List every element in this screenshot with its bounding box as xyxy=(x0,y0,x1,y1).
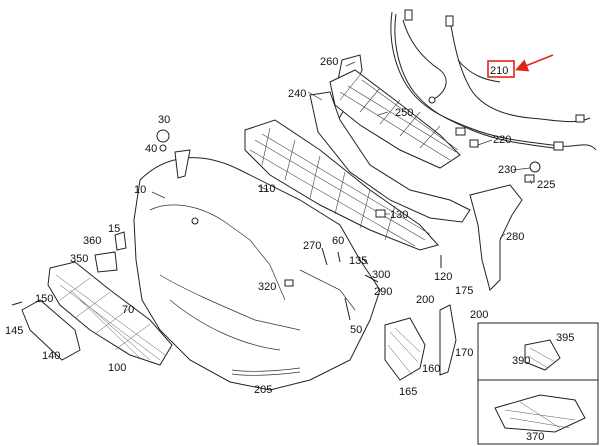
trim-170 xyxy=(439,304,457,376)
part-labels: 210 260 240 250 220 230 225 30 40 10 110… xyxy=(5,56,574,443)
label-15: 15 xyxy=(108,223,120,235)
highlight-arrow-210 xyxy=(515,54,554,72)
grille-110 xyxy=(244,119,439,251)
label-165: 165 xyxy=(399,386,417,398)
label-390: 390 xyxy=(512,355,530,367)
label-360: 360 xyxy=(83,235,101,247)
trim-strip-205 xyxy=(231,367,301,376)
label-260: 260 xyxy=(320,56,338,68)
label-230: 230 xyxy=(498,164,516,176)
sensor-230 xyxy=(524,161,541,183)
lower-grille-100 xyxy=(47,261,173,366)
label-250: 250 xyxy=(395,107,413,119)
highlight-box-210 xyxy=(487,60,515,78)
label-100: 100 xyxy=(108,362,126,374)
label-120: 120 xyxy=(434,271,452,283)
label-145: 145 xyxy=(5,325,23,337)
leader-lines xyxy=(151,61,533,239)
front-bumper-10 xyxy=(133,157,381,391)
label-240: 240 xyxy=(288,88,306,100)
label-205: 205 xyxy=(254,384,272,396)
side-grille-165 xyxy=(384,317,426,381)
label-50: 50 xyxy=(350,324,362,336)
inset-box-390 xyxy=(477,322,599,381)
label-220: 220 xyxy=(493,134,511,146)
support-240 xyxy=(309,91,471,223)
label-280: 280 xyxy=(506,231,524,243)
label-270: 270 xyxy=(303,240,321,252)
label-210: 210 xyxy=(490,65,508,77)
label-160: 160 xyxy=(422,363,440,375)
label-130: 130 xyxy=(390,209,408,221)
label-225: 225 xyxy=(537,179,555,191)
label-110: 110 xyxy=(258,183,276,195)
label-135: 135 xyxy=(349,255,367,267)
inset-box-370 xyxy=(477,379,599,445)
grille-mesh-250 xyxy=(329,69,461,169)
label-175: 175 xyxy=(455,285,473,297)
label-40: 40 xyxy=(145,143,157,155)
label-395: 395 xyxy=(556,332,574,344)
label-320: 320 xyxy=(258,281,276,293)
panel-140 xyxy=(21,299,81,361)
label-170: 170 xyxy=(455,347,473,359)
label-200a: 200 xyxy=(416,294,434,306)
label-150: 150 xyxy=(35,293,53,305)
bracket-280 xyxy=(469,184,523,291)
label-30: 30 xyxy=(158,114,170,126)
label-60: 60 xyxy=(332,235,344,247)
hardware-parts xyxy=(11,129,442,321)
label-300: 300 xyxy=(372,269,390,281)
label-10: 10 xyxy=(134,184,146,196)
wiring-harness xyxy=(390,9,597,151)
label-70: 70 xyxy=(122,304,134,316)
label-350: 350 xyxy=(70,253,88,265)
label-200b: 200 xyxy=(470,309,488,321)
label-290: 290 xyxy=(374,286,392,298)
label-370: 370 xyxy=(526,431,544,443)
label-140: 140 xyxy=(42,350,60,362)
